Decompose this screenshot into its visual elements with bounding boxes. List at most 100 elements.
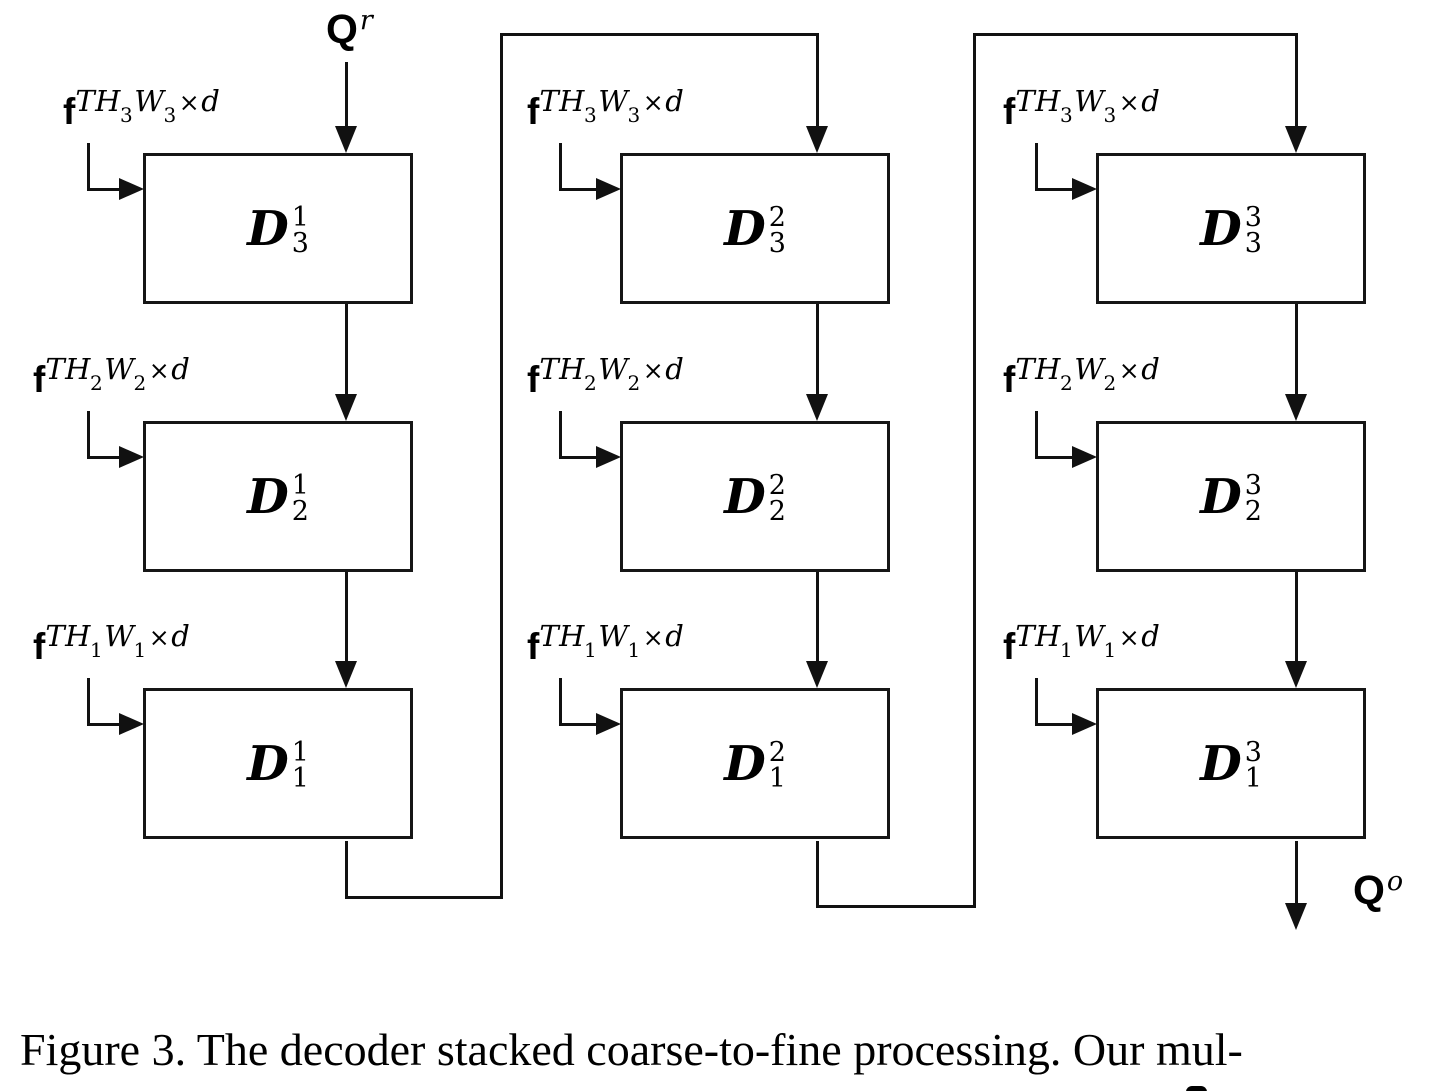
q-input-arrowhead bbox=[335, 126, 357, 153]
block-sup: 2 bbox=[768, 736, 786, 768]
skip2-up-line bbox=[973, 33, 976, 908]
f-exp-dim: d bbox=[665, 84, 685, 118]
f-exponent: TH1W1×d bbox=[1015, 619, 1160, 662]
f-exp-sub1: 2 bbox=[583, 370, 598, 395]
f-elbow-vline bbox=[559, 143, 562, 191]
f-exp-times: × bbox=[642, 623, 665, 652]
f-exp-w: W bbox=[1074, 84, 1105, 118]
f-exp-sub2: 2 bbox=[1103, 370, 1117, 395]
f-exp-th: TH bbox=[539, 352, 585, 386]
f-elbow-arrowhead bbox=[119, 178, 144, 200]
f-elbow-arrowhead bbox=[1072, 178, 1097, 200]
skip1-up-line bbox=[500, 33, 503, 899]
block-letter: D bbox=[1200, 468, 1242, 525]
f-exp-dim: d bbox=[665, 619, 685, 653]
feature-input-label-r1-c2: fTH1W1×d bbox=[527, 619, 684, 671]
f-exp-w: W bbox=[104, 619, 135, 653]
f-symbol: f bbox=[527, 359, 540, 400]
feature-input-label-r2-c2: fTH2W2×d bbox=[527, 352, 684, 404]
f-elbow-vline bbox=[559, 411, 562, 459]
f-exp-sub1: 3 bbox=[583, 102, 598, 127]
f-elbow-hline bbox=[1035, 188, 1076, 191]
flow-arrow-shaft bbox=[345, 304, 348, 396]
feature-input-label-r1-c1: fTH1W1×d bbox=[33, 619, 190, 671]
f-exponent: TH2W2×d bbox=[539, 352, 685, 395]
f-exp-w: W bbox=[598, 352, 629, 386]
f-elbow-vline bbox=[1035, 143, 1038, 191]
flow-arrowhead bbox=[1285, 394, 1307, 421]
f-exp-w: W bbox=[598, 619, 629, 653]
block-sup: 1 bbox=[291, 736, 309, 768]
f-elbow-arrowhead bbox=[1072, 446, 1097, 468]
f-symbol: f bbox=[527, 91, 540, 132]
flow-arrow-shaft bbox=[1295, 572, 1298, 663]
f-exp-times: × bbox=[1118, 88, 1141, 117]
f-exponent: TH2W2×d bbox=[45, 352, 190, 395]
f-exp-sub2: 2 bbox=[627, 370, 641, 395]
f-exp-sub2: 3 bbox=[163, 102, 177, 127]
block-letter: D bbox=[724, 200, 766, 257]
flow-arrow-shaft bbox=[345, 572, 348, 663]
caption-next-line-fragment bbox=[1186, 1086, 1207, 1091]
f-exp-th: TH bbox=[1015, 352, 1061, 386]
block-letter: D bbox=[1200, 735, 1242, 792]
q-output-base: Q bbox=[1353, 867, 1385, 913]
block-letter: D bbox=[247, 200, 289, 257]
f-exp-w: W bbox=[104, 352, 135, 386]
block-letter: D bbox=[1200, 200, 1242, 257]
skip2-drop-line bbox=[816, 841, 819, 908]
f-elbow-hline bbox=[559, 456, 600, 459]
feature-input-label-r3-c1: fTH3W3×d bbox=[63, 84, 220, 136]
q-output-sup: o bbox=[1386, 866, 1404, 897]
f-exp-sub2: 3 bbox=[627, 102, 641, 127]
block-sup: 2 bbox=[768, 469, 786, 501]
f-exp-w: W bbox=[134, 84, 165, 118]
f-exp-dim: d bbox=[201, 84, 221, 118]
skip1-arrowhead bbox=[806, 126, 828, 153]
f-exp-th: TH bbox=[539, 619, 585, 653]
f-exponent: TH3W3×d bbox=[1015, 84, 1161, 127]
f-exp-dim: d bbox=[665, 352, 685, 386]
f-elbow-vline bbox=[559, 678, 562, 726]
q-output-arrow-shaft bbox=[1295, 841, 1298, 905]
f-exp-sub2: 3 bbox=[1103, 102, 1117, 127]
q-input-label: Qr bbox=[326, 5, 373, 53]
f-exp-th: TH bbox=[45, 619, 91, 653]
block-sup: 3 bbox=[1244, 736, 1262, 768]
f-elbow-hline bbox=[1035, 723, 1076, 726]
q-input-arrow-shaft bbox=[345, 62, 348, 128]
f-exp-sub2: 1 bbox=[627, 637, 641, 662]
f-symbol: f bbox=[1003, 91, 1016, 132]
f-exp-sub1: 3 bbox=[1059, 102, 1074, 127]
block-letter: D bbox=[724, 468, 766, 525]
f-symbol: f bbox=[527, 626, 540, 667]
f-symbol: f bbox=[1003, 626, 1016, 667]
block-letter: D bbox=[247, 468, 289, 525]
f-elbow-hline bbox=[559, 188, 600, 191]
block-sub: 3 bbox=[1244, 227, 1262, 259]
f-exp-dim: d bbox=[1141, 84, 1161, 118]
skip1-bottom-line bbox=[345, 896, 503, 899]
feature-input-label-r1-c3: fTH1W1×d bbox=[1003, 619, 1160, 671]
q-input-base: Q bbox=[326, 6, 358, 52]
block-sub: 2 bbox=[291, 495, 309, 527]
f-exponent: TH3W3×d bbox=[75, 84, 221, 127]
f-exp-sub1: 1 bbox=[583, 637, 598, 662]
q-output-label: Qo bbox=[1353, 866, 1404, 914]
flow-arrowhead bbox=[1285, 661, 1307, 688]
f-exp-th: TH bbox=[1015, 84, 1061, 118]
block-sup: 1 bbox=[291, 469, 309, 501]
f-exp-sub2: 2 bbox=[133, 370, 147, 395]
figure-caption: Figure 3. The decoder stacked coarse-to-… bbox=[20, 1024, 1243, 1075]
